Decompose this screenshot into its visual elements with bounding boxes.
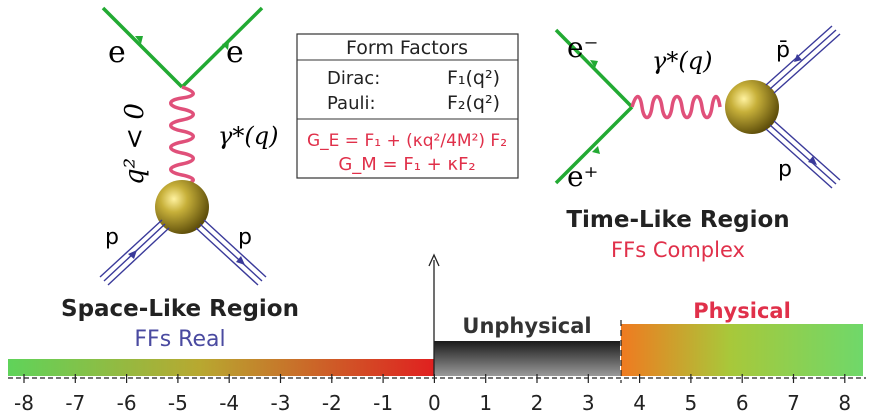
axis-tick-label: 6 xyxy=(736,391,749,415)
label-e-minus: e⁻ xyxy=(567,31,598,64)
label-e-in: e xyxy=(108,35,126,70)
electron-arrow xyxy=(592,146,600,154)
photon-wave-horizontal xyxy=(630,94,722,120)
axis-tick-label: 5 xyxy=(685,391,698,415)
electron-plus-line xyxy=(554,105,634,185)
pauli-value: F₂(q²) xyxy=(447,92,500,114)
space-like-bar xyxy=(8,359,434,376)
q2-axis: -8 -7 -6 -5 -4 -3 -2 -1 0 1 2 3 4 5 6 7 8 Unphysical Phy… xyxy=(8,253,866,415)
axis-tick-label: -6 xyxy=(117,391,137,415)
photon-wave-vertical xyxy=(169,85,195,187)
label-pbar: p̄ xyxy=(776,38,790,63)
axis-tick-label: 0 xyxy=(428,391,441,415)
pauli-label: Pauli: xyxy=(327,93,376,114)
label-q2: q² < 0 xyxy=(120,103,150,185)
axis-tick-label: 2 xyxy=(531,391,544,415)
electron-arrow xyxy=(590,60,598,68)
antiproton-line xyxy=(765,25,841,94)
unphysical-bar xyxy=(434,341,620,376)
axis-tick-label: -7 xyxy=(65,391,85,415)
time-like-region-subtitle: FFs Complex xyxy=(611,238,745,262)
space-like-feynman-diagram: e e q² < 0 γ*(q) p p xyxy=(99,6,278,286)
axis-tick-label: -2 xyxy=(322,391,342,415)
axis-ticks: -8 -7 -6 -5 -4 -3 -2 -1 0 1 2 3 4 5 6 7 8 xyxy=(14,374,851,415)
proton-vertex-blob xyxy=(725,80,779,134)
form-factors-title: Form Factors xyxy=(346,37,468,59)
axis-tick-label: 4 xyxy=(633,391,646,415)
electron-out-line xyxy=(180,6,264,89)
label-p-out: p xyxy=(238,225,252,250)
electron-arrow xyxy=(135,36,143,44)
proton-out-line xyxy=(765,120,841,189)
space-like-region-subtitle: FFs Real xyxy=(134,327,225,352)
axis-tick-label: 1 xyxy=(479,391,492,415)
vertical-axis-arrowhead xyxy=(428,253,440,267)
dirac-value: F₁(q²) xyxy=(447,67,500,89)
label-p: p xyxy=(778,157,792,182)
gm-formula: G_M = F₁ + κF₂ xyxy=(338,154,475,175)
time-like-feynman-diagram: e⁻ e⁺ γ*(q) p̄ p xyxy=(554,25,841,193)
space-like-region-title: Space-Like Region xyxy=(61,296,299,322)
electron-arrow xyxy=(222,42,229,50)
axis-tick-label: -3 xyxy=(271,391,291,415)
axis-tick-label: 3 xyxy=(582,391,595,415)
time-like-region-title: Time-Like Region xyxy=(566,207,789,233)
unphysical-label: Unphysical xyxy=(462,314,591,338)
electron-in-line xyxy=(101,6,184,89)
axis-tick-label: 7 xyxy=(787,391,800,415)
label-e-plus: e⁺ xyxy=(567,160,598,193)
label-p-in: p xyxy=(105,225,119,250)
physical-bar xyxy=(621,324,863,376)
label-photon-space: γ*(q) xyxy=(218,122,278,150)
axis-tick-label: 8 xyxy=(838,391,851,415)
proton-vertex-blob xyxy=(155,180,209,234)
form-factors-frame xyxy=(296,33,519,179)
axis-tick-label: -1 xyxy=(373,391,393,415)
label-photon-time: γ*(q) xyxy=(652,47,712,75)
axis-tick-label: -4 xyxy=(219,391,239,415)
ge-formula: G_E = F₁ + (κq²/4M²) F₂ xyxy=(307,131,507,151)
proton-in-line xyxy=(99,219,170,286)
proton-out-line xyxy=(195,219,267,286)
physical-label: Physical xyxy=(693,299,791,323)
dirac-label: Dirac: xyxy=(327,68,380,89)
axis-tick-label: -5 xyxy=(168,391,188,415)
label-e-out: e xyxy=(226,35,244,70)
axis-tick-label: -8 xyxy=(14,391,34,415)
electron-minus-line xyxy=(554,28,634,109)
form-factors-box: Form Factors Dirac: F₁(q²) Pauli: F₂(q²)… xyxy=(296,33,519,179)
